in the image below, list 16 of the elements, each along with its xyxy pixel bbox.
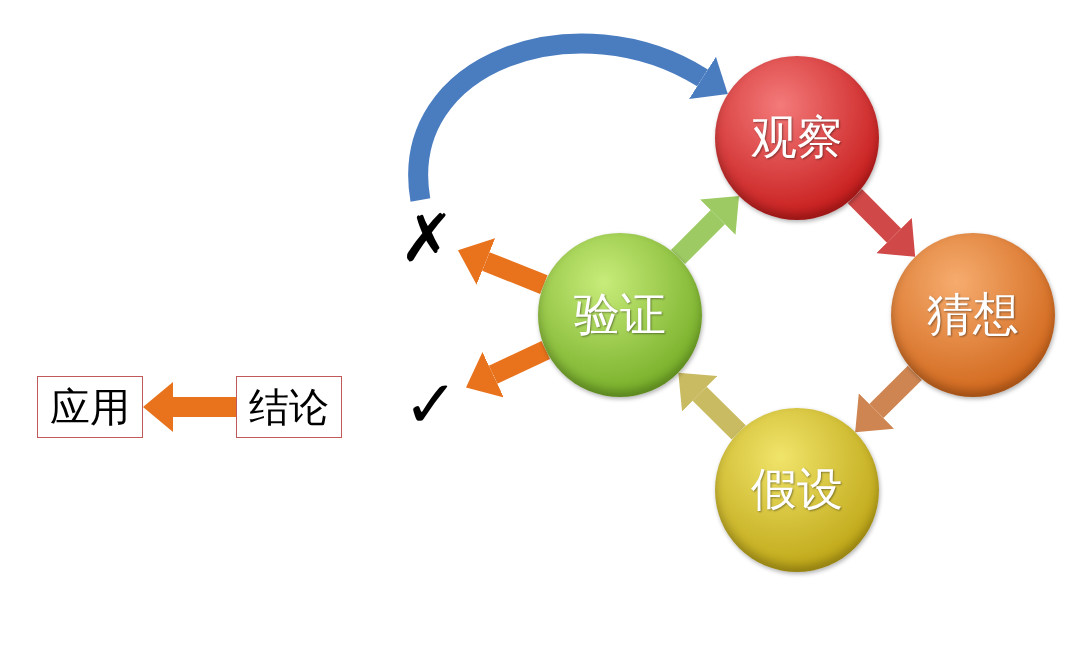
text-box: 应用 (37, 376, 143, 438)
block-arrow (678, 372, 746, 440)
block-arrow (458, 238, 548, 294)
check-mark: ✓ (396, 366, 466, 442)
block-arrow (847, 189, 916, 257)
block-arrow (855, 365, 922, 433)
process-circle: 验证 (538, 233, 702, 397)
process-circle: 假设 (715, 408, 879, 572)
cross-mark: ✗ (396, 200, 458, 276)
process-circle: 观察 (715, 56, 879, 220)
block-arrow (466, 340, 551, 398)
curved-arrow (408, 33, 730, 201)
block-arrow (670, 196, 739, 265)
text-box: 结论 (236, 376, 342, 438)
block-arrow (143, 382, 236, 432)
process-circle: 猜想 (891, 233, 1055, 397)
